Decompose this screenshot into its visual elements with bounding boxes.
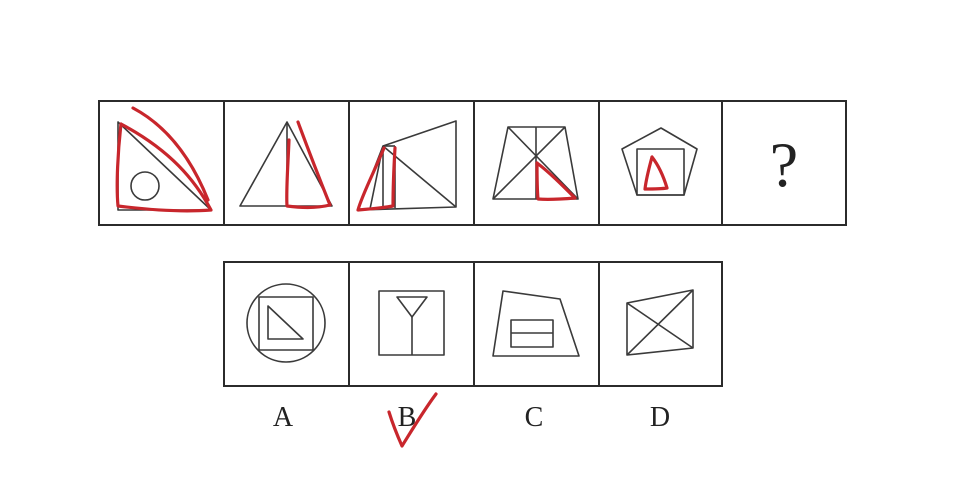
triangle-shape [396,296,428,318]
annotation-stroke [285,120,332,209]
option-a-figure[interactable] [223,261,350,387]
circle-shape [130,171,160,201]
annotation-stroke [643,155,669,191]
option-c-figure[interactable] [473,261,600,387]
square-shape [636,148,685,196]
annotation-stroke [115,106,213,213]
sequence-cell-2 [223,100,350,226]
option-b-label[interactable]: B [397,402,417,433]
option-c-label[interactable]: C [524,402,544,433]
option-a-label[interactable]: A [272,402,294,433]
annotation-stroke [535,161,577,202]
annotation-stroke [356,146,397,212]
option-d-label[interactable]: D [649,402,671,433]
option-d-figure[interactable] [598,261,723,387]
sequence-cell-4 [473,100,600,226]
options-row [223,261,723,387]
quadrilateral-shape [492,290,580,357]
sequence-cell-1 [98,100,225,226]
sequence-cell-5 [598,100,723,226]
question-mark: ? [770,129,798,200]
check-mark-icon [387,392,438,448]
option-b-figure[interactable] [348,261,475,387]
square-shape [258,296,314,351]
sequence-cell-3 [348,100,475,226]
triangle-shape [267,305,304,340]
sequence-row: ? [98,100,847,226]
sequence-cell-6: ? [721,100,847,226]
circle-shape [246,283,326,363]
